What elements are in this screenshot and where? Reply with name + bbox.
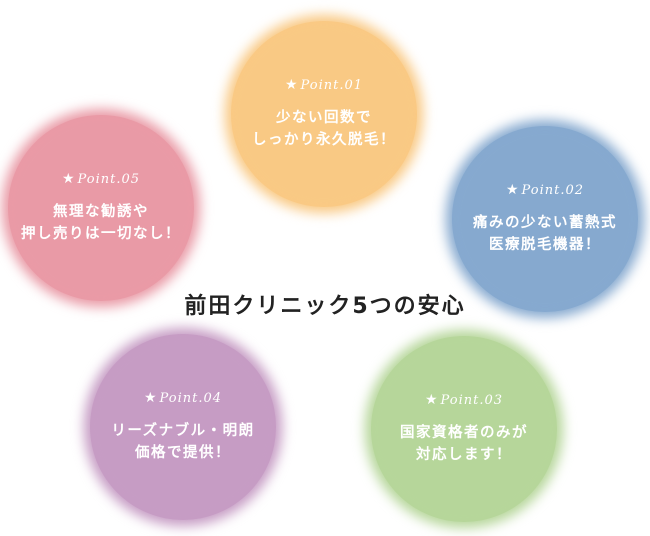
point-03-halo: [365, 330, 563, 528]
point-01-label: ★Point.01: [284, 77, 364, 93]
point-02-circle: ★Point.02 痛みの少ない蓄熱式 医療脱毛機器！: [446, 120, 644, 318]
point-04-circle: ★Point.04 リーズナブル・明朗 価格で提供！: [84, 328, 282, 526]
point-05-circle: ★Point.05 無理な勧誘や 押し売りは一切なし！: [2, 109, 200, 307]
star-icon: ★: [284, 77, 299, 93]
point-02-halo: [446, 120, 644, 318]
point-01-description: 少ない回数で しっかり永久脱毛！: [252, 110, 396, 148]
star-icon: ★: [61, 171, 76, 187]
point-03-description: 国家資格者のみが 対応します！: [400, 425, 528, 463]
point-04-halo: [84, 328, 282, 526]
point-04-label: ★Point.04: [143, 390, 223, 406]
point-05-description: 無理な勧誘や 押し売りは一切なし！: [21, 204, 181, 242]
star-icon: ★: [505, 182, 520, 198]
point-04-description: リーズナブル・明朗 価格で提供！: [111, 423, 255, 461]
star-icon: ★: [424, 392, 439, 408]
point-05-label: ★Point.05: [61, 171, 141, 187]
point-02-description: 痛みの少ない蓄熱式 医療脱毛機器！: [473, 215, 617, 253]
point-03-label: ★Point.03: [424, 392, 504, 408]
point-01-halo: [225, 15, 423, 213]
point-03-circle: ★Point.03 国家資格者のみが 対応します！: [365, 330, 563, 528]
point-05-halo: [2, 109, 200, 307]
point-01-circle: ★Point.01 少ない回数で しっかり永久脱毛！: [225, 15, 423, 213]
headline: 前田クリニック5つの安心: [184, 294, 466, 319]
point-02-label: ★Point.02: [505, 182, 585, 198]
star-icon: ★: [143, 390, 158, 406]
